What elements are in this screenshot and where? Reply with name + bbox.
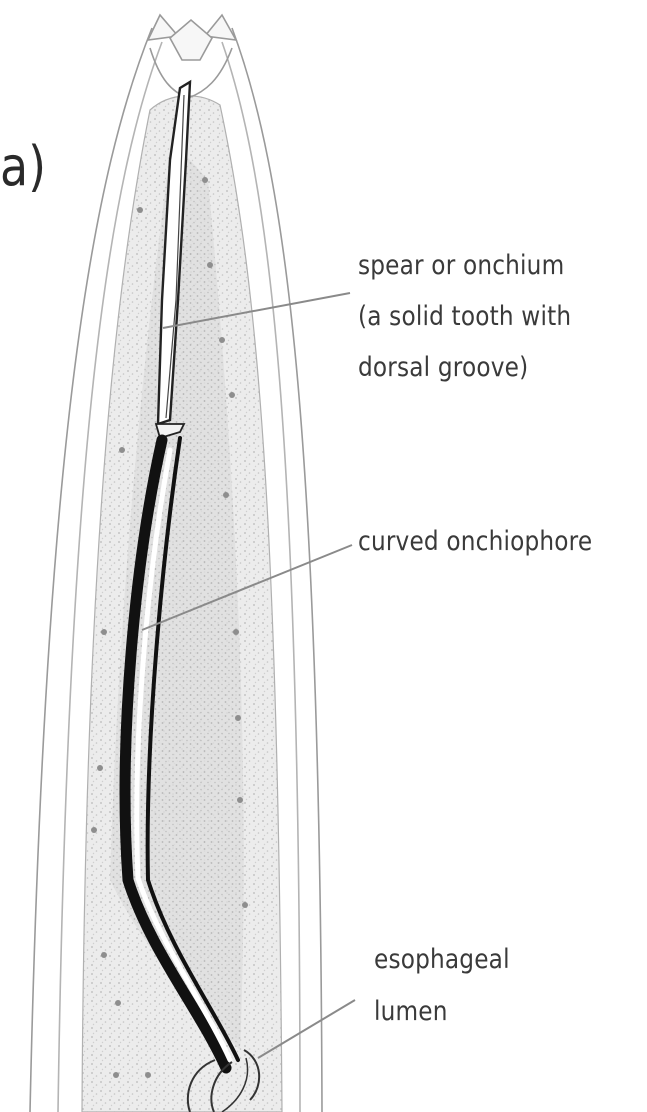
head-lips bbox=[148, 15, 236, 98]
spear-label-line-1: spear or onchium bbox=[358, 252, 564, 279]
lumen-label-line-2: lumen bbox=[374, 998, 448, 1025]
spear-label-line-3: dorsal groove) bbox=[358, 354, 528, 381]
lumen-label-line-1: esophageal bbox=[374, 946, 510, 973]
onchiophore-label: curved onchiophore bbox=[358, 528, 592, 555]
spear-label-line-2: (a solid tooth with bbox=[358, 303, 571, 330]
panel-label: a) bbox=[0, 140, 46, 194]
